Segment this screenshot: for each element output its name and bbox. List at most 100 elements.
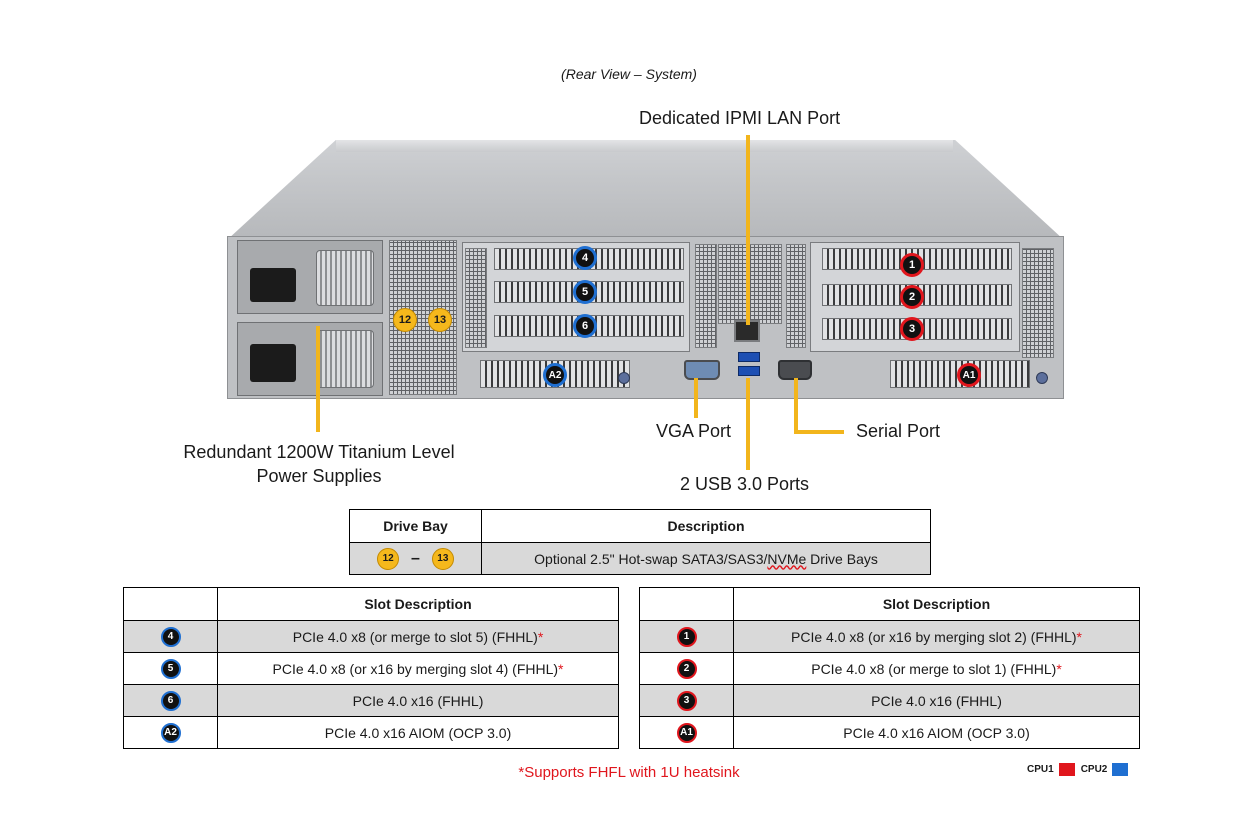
- center-vent-right: [786, 244, 806, 348]
- slot-text: PCIe 4.0 x16 AIOM (OCP 3.0): [324, 724, 512, 741]
- callout-vga-port: VGA Port: [656, 421, 732, 441]
- chassis-ridge: [336, 140, 953, 152]
- drive-desc-suffix: Drive Bays: [806, 550, 878, 567]
- usb-port-2: [738, 366, 760, 376]
- table-row: A1 PCIe 4.0 x16 AIOM (OCP 3.0): [639, 716, 1140, 749]
- drive-bay-badge-13: 13: [431, 547, 454, 570]
- slot-badge-4: 4: [573, 246, 597, 270]
- table-row: 5 PCIe 4.0 x8 (or x16 by merging slot 4)…: [123, 652, 619, 685]
- slot-description: PCIe 4.0 x16 AIOM (OCP 3.0): [217, 716, 619, 749]
- right-slot-table: Slot Description 1 PCIe 4.0 x8 (or x16 b…: [639, 587, 1140, 749]
- center-vent-left: [695, 244, 717, 348]
- leader-line-serial-horizontal: [794, 430, 844, 434]
- vga-port: [684, 360, 720, 380]
- slot-text: PCIe 4.0 x16 (FHHL): [352, 692, 484, 709]
- psu-2-ac-inlet: [250, 344, 296, 382]
- leader-line-usb: [746, 378, 750, 470]
- leader-line-ipmi: [746, 135, 750, 325]
- callout-power-supplies: Redundant 1200W Titanium Level Power Sup…: [168, 440, 470, 488]
- callout-serial-port: Serial Port: [856, 421, 941, 441]
- slot-description: PCIe 4.0 x16 (FHHL): [733, 684, 1140, 717]
- slot-badge-1: 1: [676, 626, 697, 647]
- left-slot-badge-header: [123, 587, 218, 621]
- slot-text: PCIe 4.0 x8 (or merge to slot 1) (FHHL): [811, 660, 1057, 677]
- drive-desc-prefix: Optional 2.5" Hot-swap SATA3/SAS3/: [534, 550, 768, 567]
- usb-port-1: [738, 352, 760, 362]
- psu-1-ac-inlet: [250, 268, 296, 302]
- slot-badge-a2: A2: [160, 722, 181, 743]
- footnote-asterisk: *: [537, 628, 544, 645]
- slot-description: PCIe 4.0 x8 (or x16 by merging slot 4) (…: [217, 652, 619, 685]
- callout-usb-ports: 2 USB 3.0 Ports: [680, 474, 810, 494]
- diagram-caption: (Rear View – System): [561, 66, 697, 82]
- drive-description-header: Description: [481, 509, 931, 543]
- table-row: 6 PCIe 4.0 x16 (FHHL): [123, 684, 619, 717]
- cpu-legend: CPU1 CPU2: [1027, 763, 1134, 776]
- slot-description: PCIe 4.0 x16 (FHHL): [217, 684, 619, 717]
- slot-badge-6: 6: [160, 690, 181, 711]
- drive-bay-description: Optional 2.5" Hot-swap SATA3/SAS3/NVMe D…: [481, 542, 931, 575]
- table-row: 2 PCIe 4.0 x8 (or merge to slot 1) (FHHL…: [639, 652, 1140, 685]
- slot-text: PCIe 4.0 x16 (FHHL): [871, 692, 1002, 709]
- center-vent-mid: [718, 244, 782, 324]
- slot-badge-5: 5: [160, 658, 181, 679]
- drive-bay-badge-12: 12: [393, 308, 417, 332]
- chassis-top-cover: [227, 140, 1064, 240]
- slot-badge-a1: A1: [676, 722, 697, 743]
- slot-badge-5: 5: [573, 280, 597, 304]
- left-slot-table: Slot Description 4 PCIe 4.0 x8 (or merge…: [123, 587, 619, 749]
- serial-port: [778, 360, 812, 380]
- slot-badge-3: 3: [900, 317, 924, 341]
- slot-badge-6: 6: [573, 314, 597, 338]
- drive-bay-badge-13: 13: [428, 308, 452, 332]
- slot-description: PCIe 4.0 x8 (or merge to slot 1) (FHHL)*: [733, 652, 1140, 685]
- leader-line-serial-vertical: [794, 378, 798, 434]
- drive-bay-header: Drive Bay: [349, 509, 482, 543]
- footnote-asterisk: *: [1076, 628, 1082, 645]
- footnote-asterisk: *: [558, 660, 564, 677]
- slot-badge-2: 2: [676, 658, 697, 679]
- slot-text: PCIe 4.0 x8 (or x16 by merging slot 4) (…: [272, 660, 559, 677]
- right-slot-description-header: Slot Description: [733, 587, 1140, 621]
- callout-ipmi-lan-port: Dedicated IPMI LAN Port: [639, 108, 841, 128]
- table-row: 1 PCIe 4.0 x8 (or x16 by merging slot 2)…: [639, 620, 1140, 653]
- footnote-asterisk: *: [1056, 660, 1062, 677]
- slot-badge-1: 1: [900, 253, 924, 277]
- psu-1-fan-icon: [316, 250, 374, 306]
- slot-badge-2: 2: [900, 285, 924, 309]
- slot-text: PCIe 4.0 x8 (or merge to slot 5) (FHHL): [292, 628, 538, 645]
- legend-cpu2-label: CPU2: [1080, 764, 1108, 775]
- thumbscrew-icon: [618, 372, 630, 384]
- leader-line-vga: [694, 378, 698, 418]
- psu-2-fan-icon: [316, 330, 374, 388]
- slot-description: PCIe 4.0 x8 (or x16 by merging slot 2) (…: [733, 620, 1140, 653]
- slot-description: PCIe 4.0 x16 AIOM (OCP 3.0): [733, 716, 1140, 749]
- slot-text: PCIe 4.0 x8 (or x16 by merging slot 2) (…: [791, 628, 1077, 645]
- right-slot-badge-header: [639, 587, 734, 621]
- left-riser-vent: [465, 248, 487, 348]
- slot-text: PCIe 4.0 x16 AIOM (OCP 3.0): [843, 724, 1030, 741]
- drive-bay-table: Drive Bay Description 12 – 13 Optional 2…: [349, 509, 931, 575]
- table-row: 4 PCIe 4.0 x8 (or merge to slot 5) (FHHL…: [123, 620, 619, 653]
- callout-psu-line-1: Redundant 1200W Titanium Level: [183, 442, 455, 462]
- right-side-vent: [1022, 248, 1054, 358]
- slot-description: PCIe 4.0 x8 (or merge to slot 5) (FHHL)*: [217, 620, 619, 653]
- slot-badge-a2: A2: [543, 363, 567, 387]
- thumbscrew-icon: [1036, 372, 1048, 384]
- legend-cpu1-swatch: [1058, 763, 1075, 776]
- leader-line-psu: [316, 326, 320, 432]
- callout-psu-line-2: Power Supplies: [256, 466, 382, 486]
- slot-badge-3: 3: [676, 690, 697, 711]
- footnote-fhfl: *Supports FHFL with 1U heatsink: [518, 764, 740, 781]
- drive-bay-range: 12 – 13: [349, 542, 482, 575]
- range-dash: –: [411, 549, 420, 567]
- legend-cpu2-swatch: [1112, 763, 1129, 776]
- table-row: A2 PCIe 4.0 x16 AIOM (OCP 3.0): [123, 716, 619, 749]
- legend-cpu1-label: CPU1: [1027, 764, 1054, 775]
- left-slot-description-header: Slot Description: [217, 587, 619, 621]
- drive-bay-badge-12: 12: [377, 547, 400, 570]
- slot-badge-a1: A1: [957, 363, 981, 387]
- table-row: 3 PCIe 4.0 x16 (FHHL): [639, 684, 1140, 717]
- drive-desc-nvme: NVMe: [767, 550, 807, 567]
- slot-badge-4: 4: [160, 626, 181, 647]
